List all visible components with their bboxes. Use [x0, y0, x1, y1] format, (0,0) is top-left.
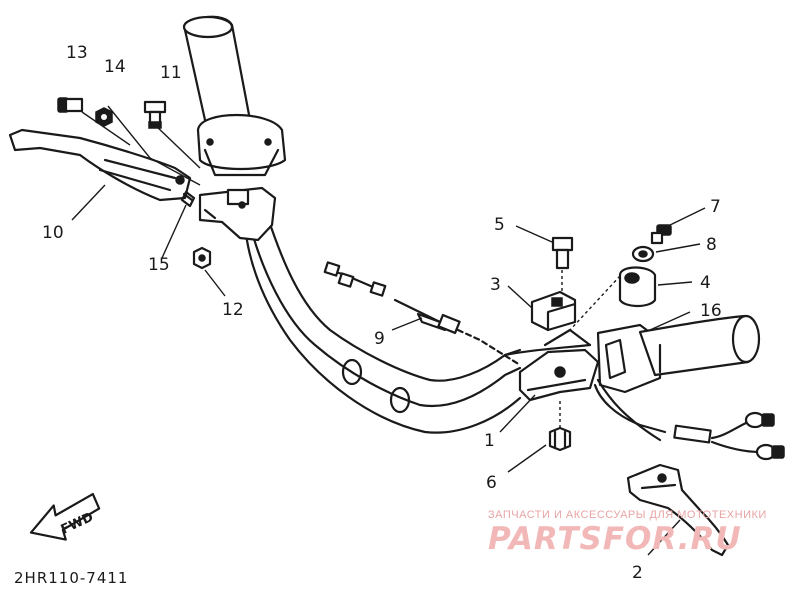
nut-12	[192, 246, 212, 270]
callout-16: 16	[700, 301, 722, 321]
pivot-bolt-11	[143, 100, 167, 129]
callout-10: 10	[42, 223, 64, 243]
callout-13: 13	[66, 43, 88, 63]
callout-8: 8	[706, 235, 717, 255]
lever-holder-1	[518, 328, 600, 402]
leader-lines	[71, 105, 706, 556]
callout-2: 2	[632, 563, 643, 583]
watermark-brand: PARTSFOR.RU	[488, 521, 742, 557]
callout-9: 9	[374, 329, 385, 349]
callout-7: 7	[710, 197, 721, 217]
brake-lever	[626, 463, 730, 557]
callout-1: 1	[484, 431, 495, 451]
drawing-code: 2HR110-7411	[14, 569, 128, 587]
lever-bracket-left	[198, 186, 277, 242]
bolt-5	[551, 236, 574, 305]
bolt-13	[57, 97, 84, 113]
watermark-tagline: ЗАПЧАСТИ И АКСЕССУАРЫ ДЛЯ МОТОТЕХНИКИ	[488, 509, 767, 521]
handlebar-tube	[243, 216, 592, 434]
switch-3	[530, 290, 577, 332]
callout-11: 11	[160, 63, 182, 83]
throttle-grip-assembly	[182, 15, 287, 177]
fwd-arrow: FWD	[29, 492, 101, 541]
switch-cable-9	[323, 261, 522, 367]
washer-8	[631, 245, 655, 263]
nut-6	[548, 400, 572, 452]
callout-labels: 13 14 11 10 15 12 9 3 5 7 8 4 16 1 6 2	[42, 43, 722, 583]
clutch-lever	[8, 128, 192, 202]
clamp-4	[618, 266, 657, 308]
callout-6: 6	[486, 473, 497, 493]
screw-7	[650, 224, 672, 245]
callout-4: 4	[700, 273, 711, 293]
callout-5: 5	[494, 215, 505, 235]
callout-3: 3	[490, 275, 501, 295]
switch-wiring	[593, 378, 785, 461]
handlebar-switch-16	[596, 314, 761, 394]
callout-12: 12	[222, 300, 244, 320]
callout-14: 14	[104, 57, 126, 77]
screw-15	[180, 190, 196, 208]
callout-15: 15	[148, 255, 170, 275]
